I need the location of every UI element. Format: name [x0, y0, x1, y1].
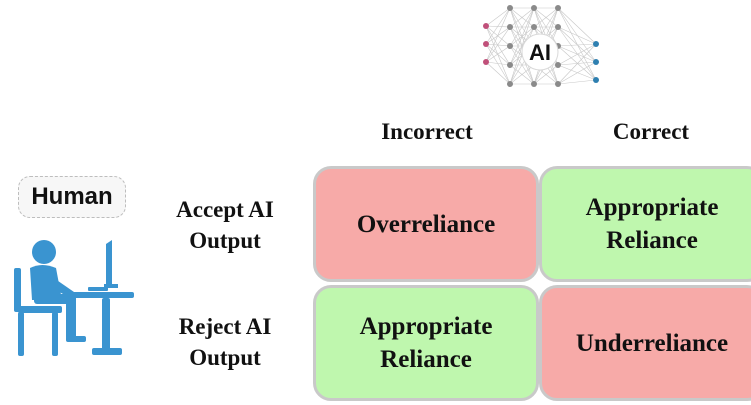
network-node — [555, 5, 561, 11]
human-label: Human — [31, 183, 113, 210]
column-header-incorrect: Incorrect — [381, 119, 473, 144]
row-header-reject-line1: Reject AI — [178, 314, 272, 339]
cell-appropriate-accept-line1: Appropriate — [585, 194, 719, 221]
person-at-computer-icon — [14, 240, 134, 356]
network-node — [507, 24, 513, 30]
network-node — [507, 5, 513, 11]
cell-appropriate-reliance-reject: Appropriate Reliance — [313, 285, 539, 401]
row-header-reject: Reject AI Output — [160, 311, 290, 373]
row-header-accept-line2: Output — [189, 228, 261, 253]
network-node — [555, 62, 561, 68]
row-header-reject-line2: Output — [189, 345, 261, 370]
neural-network-icon: AI — [483, 5, 599, 87]
network-node — [555, 24, 561, 30]
network-node — [483, 23, 489, 29]
network-node — [555, 81, 561, 87]
cell-overreliance-line1: Overreliance — [356, 210, 496, 238]
row-header-accept: Accept AI Output — [160, 194, 290, 256]
ai-label: AI — [529, 40, 551, 65]
cell-appropriate-reject-line1: Appropriate — [359, 313, 493, 340]
cell-appropriate-reliance-accept: Appropriate Reliance — [539, 166, 751, 282]
network-node — [507, 62, 513, 68]
network-node — [593, 59, 599, 65]
network-node — [483, 59, 489, 65]
column-header-correct: Correct — [612, 119, 690, 144]
network-node — [593, 41, 599, 47]
network-node — [507, 81, 513, 87]
human-label-badge: Human — [18, 176, 126, 218]
cell-appropriate-reject-line2: Reliance — [380, 346, 472, 373]
network-node — [507, 43, 513, 49]
cell-underreliance-line1: Underreliance — [575, 329, 729, 357]
cell-overreliance: Overreliance — [313, 166, 539, 282]
cell-underreliance: Underreliance — [539, 285, 751, 401]
network-node — [531, 81, 537, 87]
network-node — [593, 77, 599, 83]
network-node — [531, 5, 537, 11]
network-node — [483, 41, 489, 47]
network-node — [531, 24, 537, 30]
cell-appropriate-accept-line2: Reliance — [606, 227, 698, 254]
row-header-accept-line1: Accept AI — [176, 197, 274, 222]
